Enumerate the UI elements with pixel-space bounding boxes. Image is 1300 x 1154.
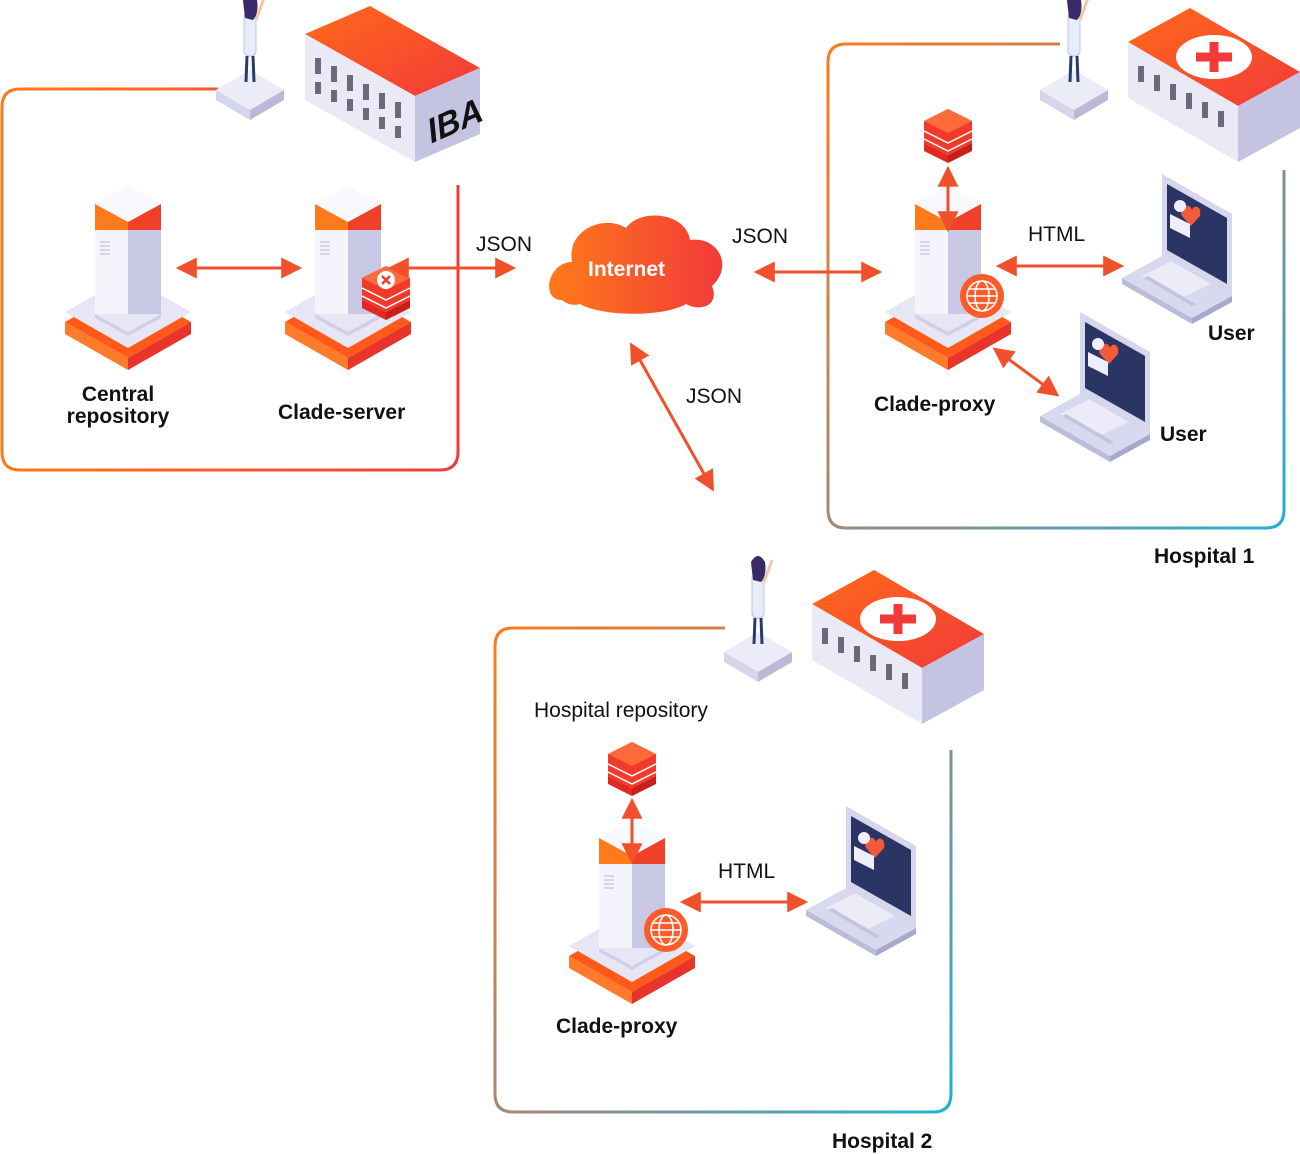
hospital1-html-label: HTML (1028, 223, 1086, 246)
internet-label: Internet (588, 258, 666, 281)
hospital1-user-top-label: User (1208, 322, 1255, 345)
iba-building-icon (305, 6, 480, 162)
central-repository-server-icon (64, 185, 192, 371)
central-repository-label: Central repository (66, 383, 170, 429)
json-label-internet-hospital2: JSON (686, 385, 743, 408)
hospital2-proxy-globe-icon (643, 907, 689, 953)
json-label-internet-hospital1: JSON (732, 225, 789, 248)
hospital2-html-label: HTML (718, 860, 776, 883)
hospital1-building-icon (1128, 8, 1300, 162)
arrow-h1-proxy-to-user-bottom (992, 347, 1060, 397)
arrow-internet-to-hospital2 (629, 342, 715, 492)
hospital2-title: Hospital 2 (832, 1130, 933, 1153)
hospital2-user-laptop-icon (806, 806, 916, 956)
scientist-figure-icon (214, 0, 286, 122)
clade-server-label: Clade-server (278, 401, 406, 424)
hospital2-doctor-figure-icon (722, 554, 794, 684)
hospital1-repository-db-icon (923, 108, 973, 164)
hospital1-proxy-label: Clade-proxy (874, 393, 996, 416)
hospital1-user-laptop-bottom-icon (1040, 312, 1150, 462)
json-label-iba-internet: JSON (476, 233, 533, 256)
hospital2-repository-db-icon (607, 741, 657, 797)
internet-cloud-icon (549, 215, 723, 314)
hospital2-frame (493, 626, 953, 1114)
hospital1-user-bottom-label: User (1160, 423, 1207, 446)
hospital1-proxy-globe-icon (959, 273, 1005, 319)
hospital1-frame (826, 42, 1286, 530)
hospital2-proxy-label: Clade-proxy (556, 1015, 678, 1038)
hospital2-building-icon (812, 570, 984, 724)
iba-frame (0, 87, 460, 472)
hospital1-title: Hospital 1 (1154, 545, 1255, 568)
doctor-figure-icon (1038, 0, 1110, 122)
hospital1-user-laptop-top-icon (1122, 174, 1232, 324)
hospital2-repository-label: Hospital repository (534, 699, 708, 722)
